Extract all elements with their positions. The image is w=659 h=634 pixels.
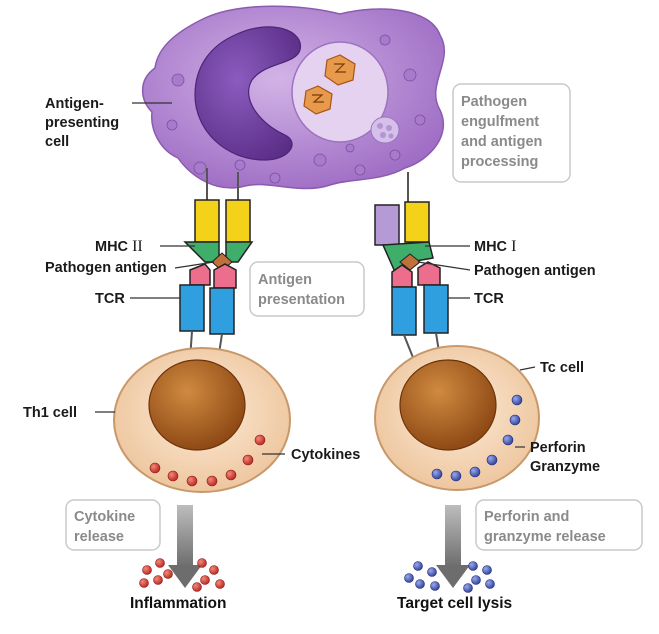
label-tcr-right: TCR — [474, 291, 504, 307]
box-presentation-line2: presentation — [258, 292, 345, 308]
label-target-lysis: Target cell lysis — [397, 595, 512, 612]
pathogen-particle — [303, 85, 333, 115]
inflammation-arrow — [168, 505, 202, 588]
label-tc-cell: Tc cell — [540, 360, 584, 376]
tc-nucleus — [399, 359, 497, 451]
perforin-granules — [431, 394, 523, 482]
tc-cell — [374, 345, 540, 491]
box-perforin-release: Perforin and granzyme release — [475, 499, 643, 551]
label-tcr-left: TCR — [95, 291, 125, 307]
mhc-ii-complex — [183, 168, 254, 272]
label-pathogen-antigen-left: Pathogen antigen — [45, 260, 167, 276]
label-perforin: Perforin — [530, 440, 586, 456]
label-mhc-i-roman: I — [511, 238, 516, 255]
box-engulfment-line4: processing — [461, 154, 538, 170]
label-inflammation: Inflammation — [130, 595, 226, 612]
label-mhc-i: MHC I — [474, 238, 516, 255]
tcr-left — [179, 263, 237, 361]
apc-nucleus — [194, 26, 301, 161]
box-cytokine-line1: Cytokine — [74, 509, 135, 525]
box-engulfment-line3: and antigen — [461, 134, 542, 150]
released-perforin — [404, 561, 495, 593]
box-cytokine-line2: release — [74, 529, 124, 545]
pathogen-particle — [324, 54, 356, 86]
mhc-i-complex — [374, 172, 434, 274]
label-pathogen-antigen-right: Pathogen antigen — [474, 263, 596, 279]
th1-cell — [113, 347, 291, 493]
label-mhc-ii-roman: II — [132, 238, 143, 255]
tcr-right — [391, 261, 449, 361]
box-engulfment-line2: engulfment — [461, 114, 539, 130]
label-th1-cell: Th1 cell — [23, 405, 77, 421]
label-mhc-i-prefix: MHC — [474, 239, 511, 255]
box-perforin-line1: Perforin and — [484, 509, 569, 525]
lysis-arrow — [436, 505, 470, 588]
lysosome-vesicle — [370, 116, 400, 144]
cytokine-granules — [149, 434, 266, 487]
label-apc-line1: Antigen- — [45, 96, 104, 112]
label-mhc-ii-prefix: MHC — [95, 239, 132, 255]
label-mhc-ii: MHC II — [95, 238, 143, 255]
phagosome — [291, 41, 389, 143]
box-engulfment: Pathogen engulfment and antigen processi… — [452, 83, 571, 183]
th1-nucleus — [148, 359, 246, 451]
label-apc-line2: presenting — [45, 115, 119, 131]
label-granzyme: Granzyme — [530, 459, 600, 475]
box-presentation-line1: Antigen — [258, 272, 312, 288]
label-cytokines: Cytokines — [291, 447, 360, 463]
label-apc-line3: cell — [45, 134, 69, 150]
leader-lines — [95, 102, 536, 455]
box-cytokine-release: Cytokine release — [65, 499, 161, 551]
box-engulfment-line1: Pathogen — [461, 94, 527, 110]
released-cytokines — [139, 558, 225, 592]
box-perforin-line2: granzyme release — [484, 529, 606, 545]
antigen-presenting-cell — [141, 5, 446, 190]
box-presentation: Antigen presentation — [249, 261, 365, 317]
